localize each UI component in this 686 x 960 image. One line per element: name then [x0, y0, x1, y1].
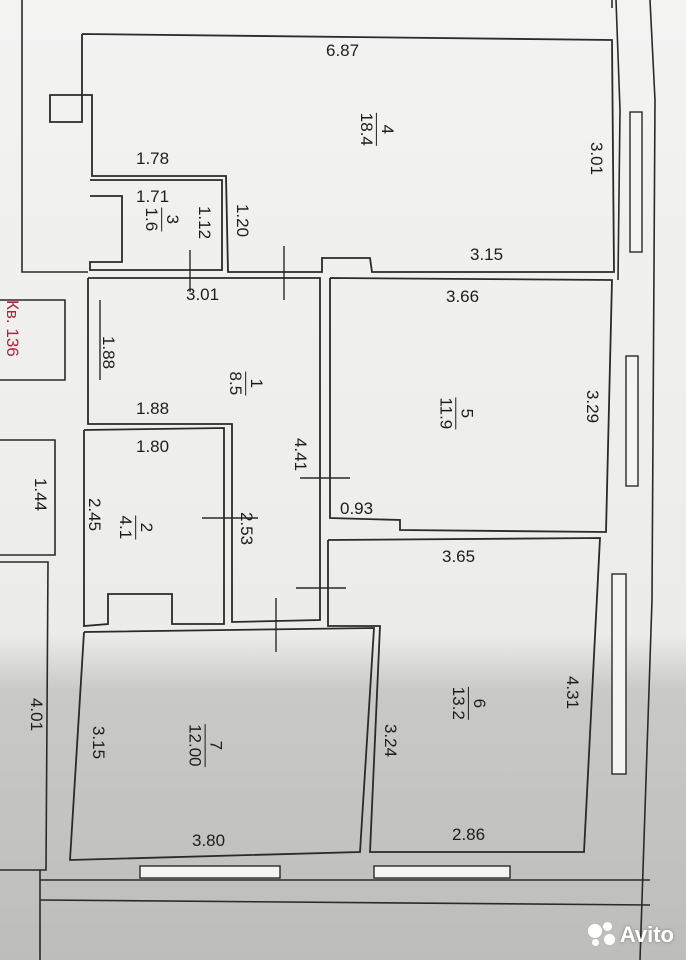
- door-marks: [99, 246, 350, 652]
- room-4-number: 4: [376, 112, 397, 146]
- room-5-number: 5: [455, 397, 476, 430]
- dim-corridor-left: 1.88: [99, 335, 119, 370]
- outer-walls: [0, 0, 656, 960]
- room-4-label: 4 18.4: [357, 112, 397, 146]
- dim-corridor-right: 4.41: [291, 437, 311, 472]
- room-3-outline: [89, 179, 223, 271]
- room-7-label: 7 12.00: [185, 724, 226, 767]
- dim-room6-right: 4.31: [563, 675, 583, 710]
- room-6-number: 6: [468, 686, 489, 720]
- dim-room2-right: 2.53: [237, 511, 257, 546]
- dim-room5-notch: 0.93: [340, 499, 374, 518]
- dim-room7-left: 3.15: [89, 725, 109, 760]
- room-7-number: 7: [204, 724, 226, 767]
- windows-right: [611, 111, 643, 775]
- dim-left-tall: 4.01: [27, 697, 47, 732]
- avito-logo-text: Avito: [619, 922, 674, 947]
- dim-room6-top: 3.65: [442, 547, 476, 566]
- dim-room3-depth: 1.12: [195, 205, 215, 240]
- room-5-area: 11.9: [436, 397, 456, 430]
- room-1-number: 1: [245, 371, 266, 396]
- dim-room6-bottom: 2.86: [452, 825, 486, 844]
- dim-room4-inner: 1.78: [136, 149, 170, 168]
- room-1-label: 1 8.5: [226, 371, 266, 396]
- avito-watermark: Avito: [587, 922, 674, 948]
- room-5-label: 5 11.9: [436, 397, 476, 430]
- dim-room4-top: 6.87: [326, 41, 360, 60]
- dim-room4-right: 3.01: [587, 141, 607, 176]
- room-6-area: 13.2: [449, 686, 469, 720]
- dim-left-small: 1.44: [31, 477, 51, 512]
- room-4-outline: [49, 33, 615, 273]
- room-2-number: 2: [135, 515, 156, 540]
- dim-room5-top: 3.66: [446, 287, 480, 306]
- room-3-number: 3: [161, 207, 182, 232]
- room-6-label: 6 13.2: [449, 686, 489, 720]
- dim-room6-left: 3.24: [381, 723, 401, 758]
- room-1-area: 8.5: [226, 371, 246, 396]
- dim-corridor-mid: 1.88: [136, 399, 170, 418]
- room-2-outline: [83, 427, 225, 627]
- dim-room4-bottom: 3.15: [470, 245, 504, 264]
- avito-logo-icon: [587, 922, 615, 948]
- dim-room3-side: 1.20: [233, 203, 253, 238]
- room-1-outline: [87, 277, 321, 623]
- room-2-label: 2 4.1: [116, 515, 156, 540]
- dim-room3-width: 1.71: [136, 187, 170, 206]
- room-7-area: 12.00: [185, 724, 205, 767]
- dim-room2-top: 1.80: [136, 437, 170, 456]
- room-3-label: 3 1.6: [142, 207, 182, 232]
- room-2-area: 4.1: [116, 515, 136, 540]
- room-6-outline: [327, 537, 601, 853]
- room-7-outline: [69, 627, 375, 861]
- apartment-label: Кв. 136: [3, 300, 22, 357]
- dim-room7-bottom: 3.80: [192, 831, 226, 850]
- windows-bottom: [139, 865, 511, 879]
- room-3-area: 1.6: [142, 207, 162, 232]
- dim-room5-right: 3.29: [583, 389, 603, 424]
- dim-room2-left: 2.45: [85, 497, 105, 532]
- room-5-outline: [329, 277, 613, 533]
- room-4-area: 18.4: [357, 112, 377, 146]
- dim-corridor-top: 3.01: [186, 285, 220, 304]
